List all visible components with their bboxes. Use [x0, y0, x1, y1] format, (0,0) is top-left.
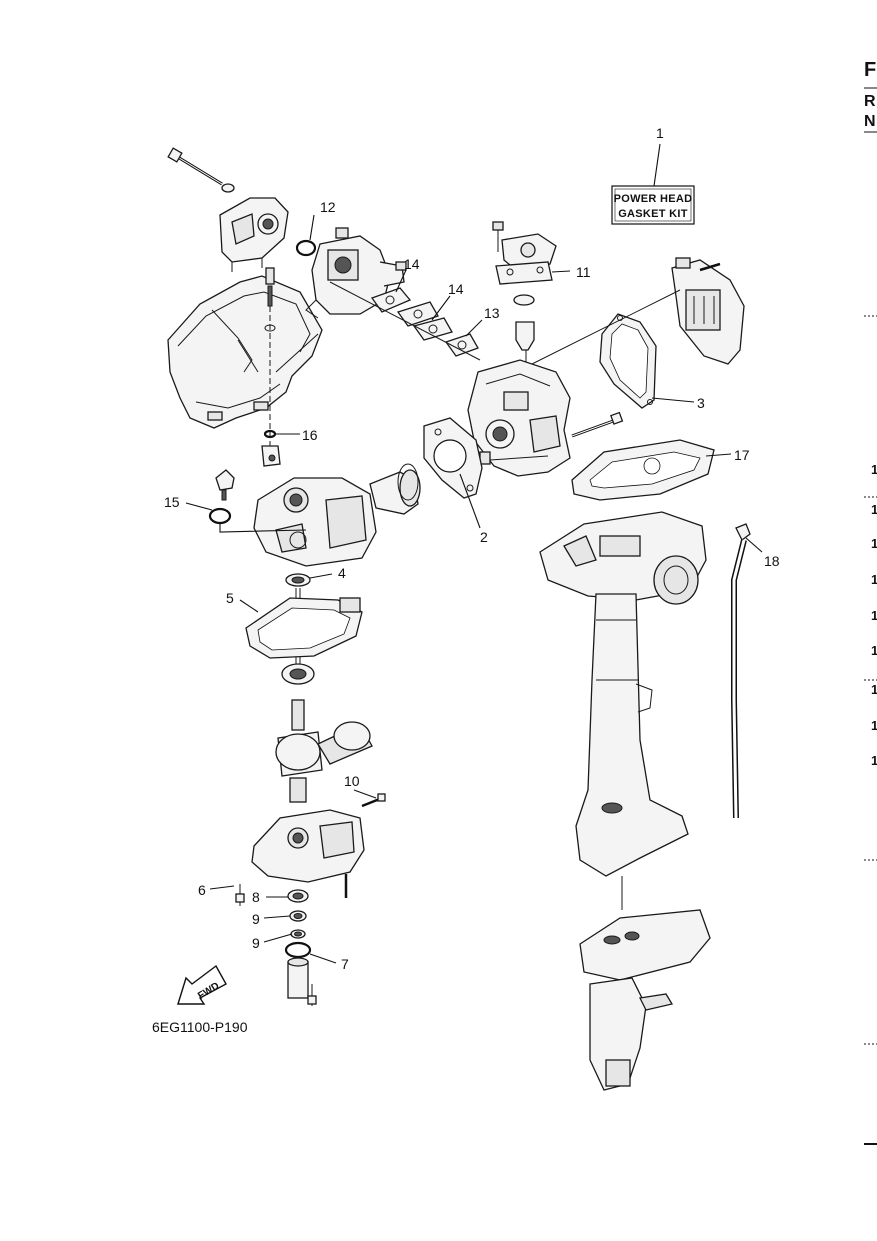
- oil-plug-15: [208, 469, 235, 525]
- sensor-rod: [261, 267, 281, 467]
- callout-4: 4: [338, 565, 346, 581]
- callout-14a: 14: [404, 256, 420, 272]
- o-ring-12: [295, 239, 317, 257]
- callout-13: 13: [484, 305, 500, 321]
- callout-16: 16: [302, 427, 318, 443]
- edge-row-marker: 1: [871, 572, 877, 587]
- edge-row-marker: 1: [871, 462, 877, 477]
- callout-6: 6: [198, 882, 206, 898]
- oil-seal-4: [285, 573, 311, 587]
- callout-17: 17: [734, 447, 750, 463]
- lower-sleeve: [287, 957, 317, 1006]
- upper-crankcase: [253, 477, 377, 567]
- long-bolt: [167, 147, 235, 193]
- edge-row-marker: 1: [871, 643, 877, 658]
- head-gasket: [423, 417, 483, 499]
- lower-unit: [579, 876, 711, 1091]
- edge-letter-r: R: [864, 93, 876, 110]
- lower-crankcase: [235, 793, 386, 906]
- rotor-cup: [369, 463, 421, 515]
- callout-3: 3: [697, 395, 705, 411]
- callout-5: 5: [226, 590, 234, 606]
- bearing-9a: [289, 910, 307, 922]
- callout-7: 7: [341, 956, 349, 972]
- upper-cover: [167, 275, 323, 429]
- exhaust-cover-gasket: [599, 313, 657, 409]
- crankshaft-assembly: [275, 699, 373, 803]
- base-gasket-17: [571, 439, 715, 501]
- drawing-code: 6EG1100-P190: [152, 1019, 248, 1035]
- carb-gasket-set: [329, 281, 481, 361]
- callout-11: 11: [576, 264, 591, 280]
- callout-numbers: 1 2 3 4 5 6 7 8 9 9 10 11 12 13 14 14 15…: [164, 125, 780, 972]
- callout-2: 2: [480, 529, 488, 545]
- leader-lines: [185, 143, 763, 964]
- callout-9a: 9: [252, 911, 260, 927]
- bearing-9b: [290, 929, 306, 939]
- exhaust-cover: [671, 257, 745, 365]
- midsection-housing: [539, 511, 707, 605]
- mount-bracket: [219, 197, 289, 272]
- callout-1: 1: [656, 125, 664, 141]
- o-ring-7: [284, 941, 312, 959]
- oil-seal-lower: [281, 663, 315, 685]
- edge-letter-f: F: [864, 59, 876, 81]
- water-hose-18: [731, 523, 751, 819]
- right-edge-column: F R N 1 1 1 1 1 1 1 1 1: [864, 59, 877, 1145]
- fwd-arrow: FWD: [177, 964, 227, 1005]
- kit-label-line2: GASKET KIT: [618, 208, 688, 220]
- cylinder-body: [467, 359, 571, 477]
- callout-12: 12: [320, 199, 336, 215]
- gasket-kit-label: POWER HEAD GASKET KIT: [611, 185, 695, 225]
- drive-shaft-housing: [575, 593, 689, 877]
- callout-18: 18: [764, 553, 780, 569]
- kit-label-line1: POWER HEAD: [614, 193, 693, 205]
- crankcase-gasket-5: [245, 597, 363, 659]
- seal-8: [287, 889, 309, 903]
- edge-row-marker: 1: [871, 502, 877, 517]
- edge-letter-n: N: [864, 113, 876, 130]
- callout-8: 8: [252, 889, 260, 905]
- carburetor: [305, 227, 407, 319]
- callout-15: 15: [164, 494, 180, 510]
- edge-row-marker: 1: [871, 753, 877, 768]
- edge-row-marker: 1: [871, 536, 877, 551]
- edge-row-marker: 1: [871, 608, 877, 623]
- cylinder-bolt: [571, 411, 624, 438]
- callout-14b: 14: [448, 281, 464, 297]
- callout-10: 10: [344, 773, 360, 789]
- edge-row-marker: 1: [871, 718, 877, 733]
- edge-row-marker: 1: [871, 682, 877, 697]
- callout-9b: 9: [252, 935, 260, 951]
